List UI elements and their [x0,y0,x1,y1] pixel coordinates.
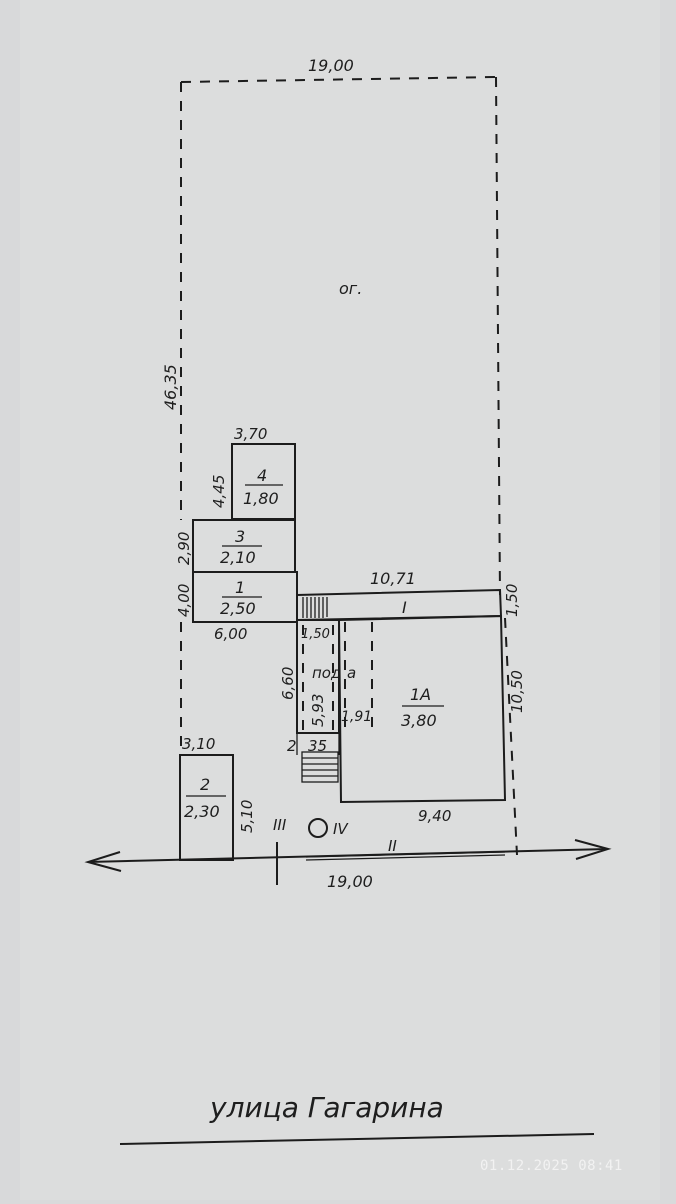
photo-timestamp: 01.12.2025 08:41 [480,1158,623,1174]
street-name-label: улица Гагарина [209,1091,444,1124]
veranda-top-label: 1,50 [301,627,330,642]
veranda-outer-length-label: 6,60 [279,667,297,700]
shed-i-length-label: 10,71 [370,569,416,588]
plot-boundary-right-lower [504,617,518,856]
garden-label: ог. [339,279,362,298]
plot-width-top-label: 19,00 [308,56,354,75]
building-2-id: 2 [200,775,210,794]
building-1-height: 2,50 [220,599,256,618]
street-underline [119,1133,595,1145]
building-1-width-label: 6,00 [214,625,247,643]
veranda-letter-label: а [347,664,356,682]
building-4-height: 1,80 [243,489,279,508]
fence-ii-label: II [388,837,397,855]
building-2-width-label: 3,10 [182,735,215,753]
veranda-width-label: 1,91 [341,709,372,725]
stairs-top [302,597,328,618]
veranda-length-label: 5,93 [309,694,327,727]
paper-sheet [20,0,660,1200]
porch-w-label: 2 [287,737,297,755]
veranda-under-label: под [312,664,341,682]
building-1-id: 1 [235,578,245,597]
building-3-id: 3 [235,527,245,546]
building-3-height: 2,10 [220,548,256,567]
building-1a-width-label: 9,40 [418,807,451,825]
plot-width-bottom-label: 19,00 [327,872,373,891]
gate-iii-label: III [273,816,287,834]
building-1a-id: 1А [410,685,431,704]
shed-i-id: I [402,598,407,617]
building-1a [337,614,507,804]
well-iv-label: IV [333,820,349,838]
porch-sides [296,733,340,755]
stairs-bottom [301,751,339,783]
building-2-height: 2,30 [184,802,220,821]
well-iv-circle [308,818,328,838]
building-1-length-label: 4,00 [175,584,193,617]
street-arrow-right [574,839,612,860]
building-3-length-label: 2,90 [175,532,193,565]
street-arrow-left [84,851,122,872]
plot-boundary-top [180,76,497,83]
building-4-width-label: 3,70 [234,425,267,443]
building-1a-length-label: 10,50 [508,670,526,713]
building-2 [179,754,234,861]
fence-ii-line-2 [305,854,506,861]
shed-i-width-label: 1,50 [503,584,521,617]
building-2-length-label: 5,10 [238,800,256,833]
building-1a-height: 3,80 [401,711,437,730]
plot-length-label: 46,35 [161,364,180,410]
building-4-id: 4 [257,466,267,485]
porch-l-label: 35 [308,737,327,755]
fence-ii-line [305,851,506,858]
building-4-length-label: 4,45 [210,475,228,508]
